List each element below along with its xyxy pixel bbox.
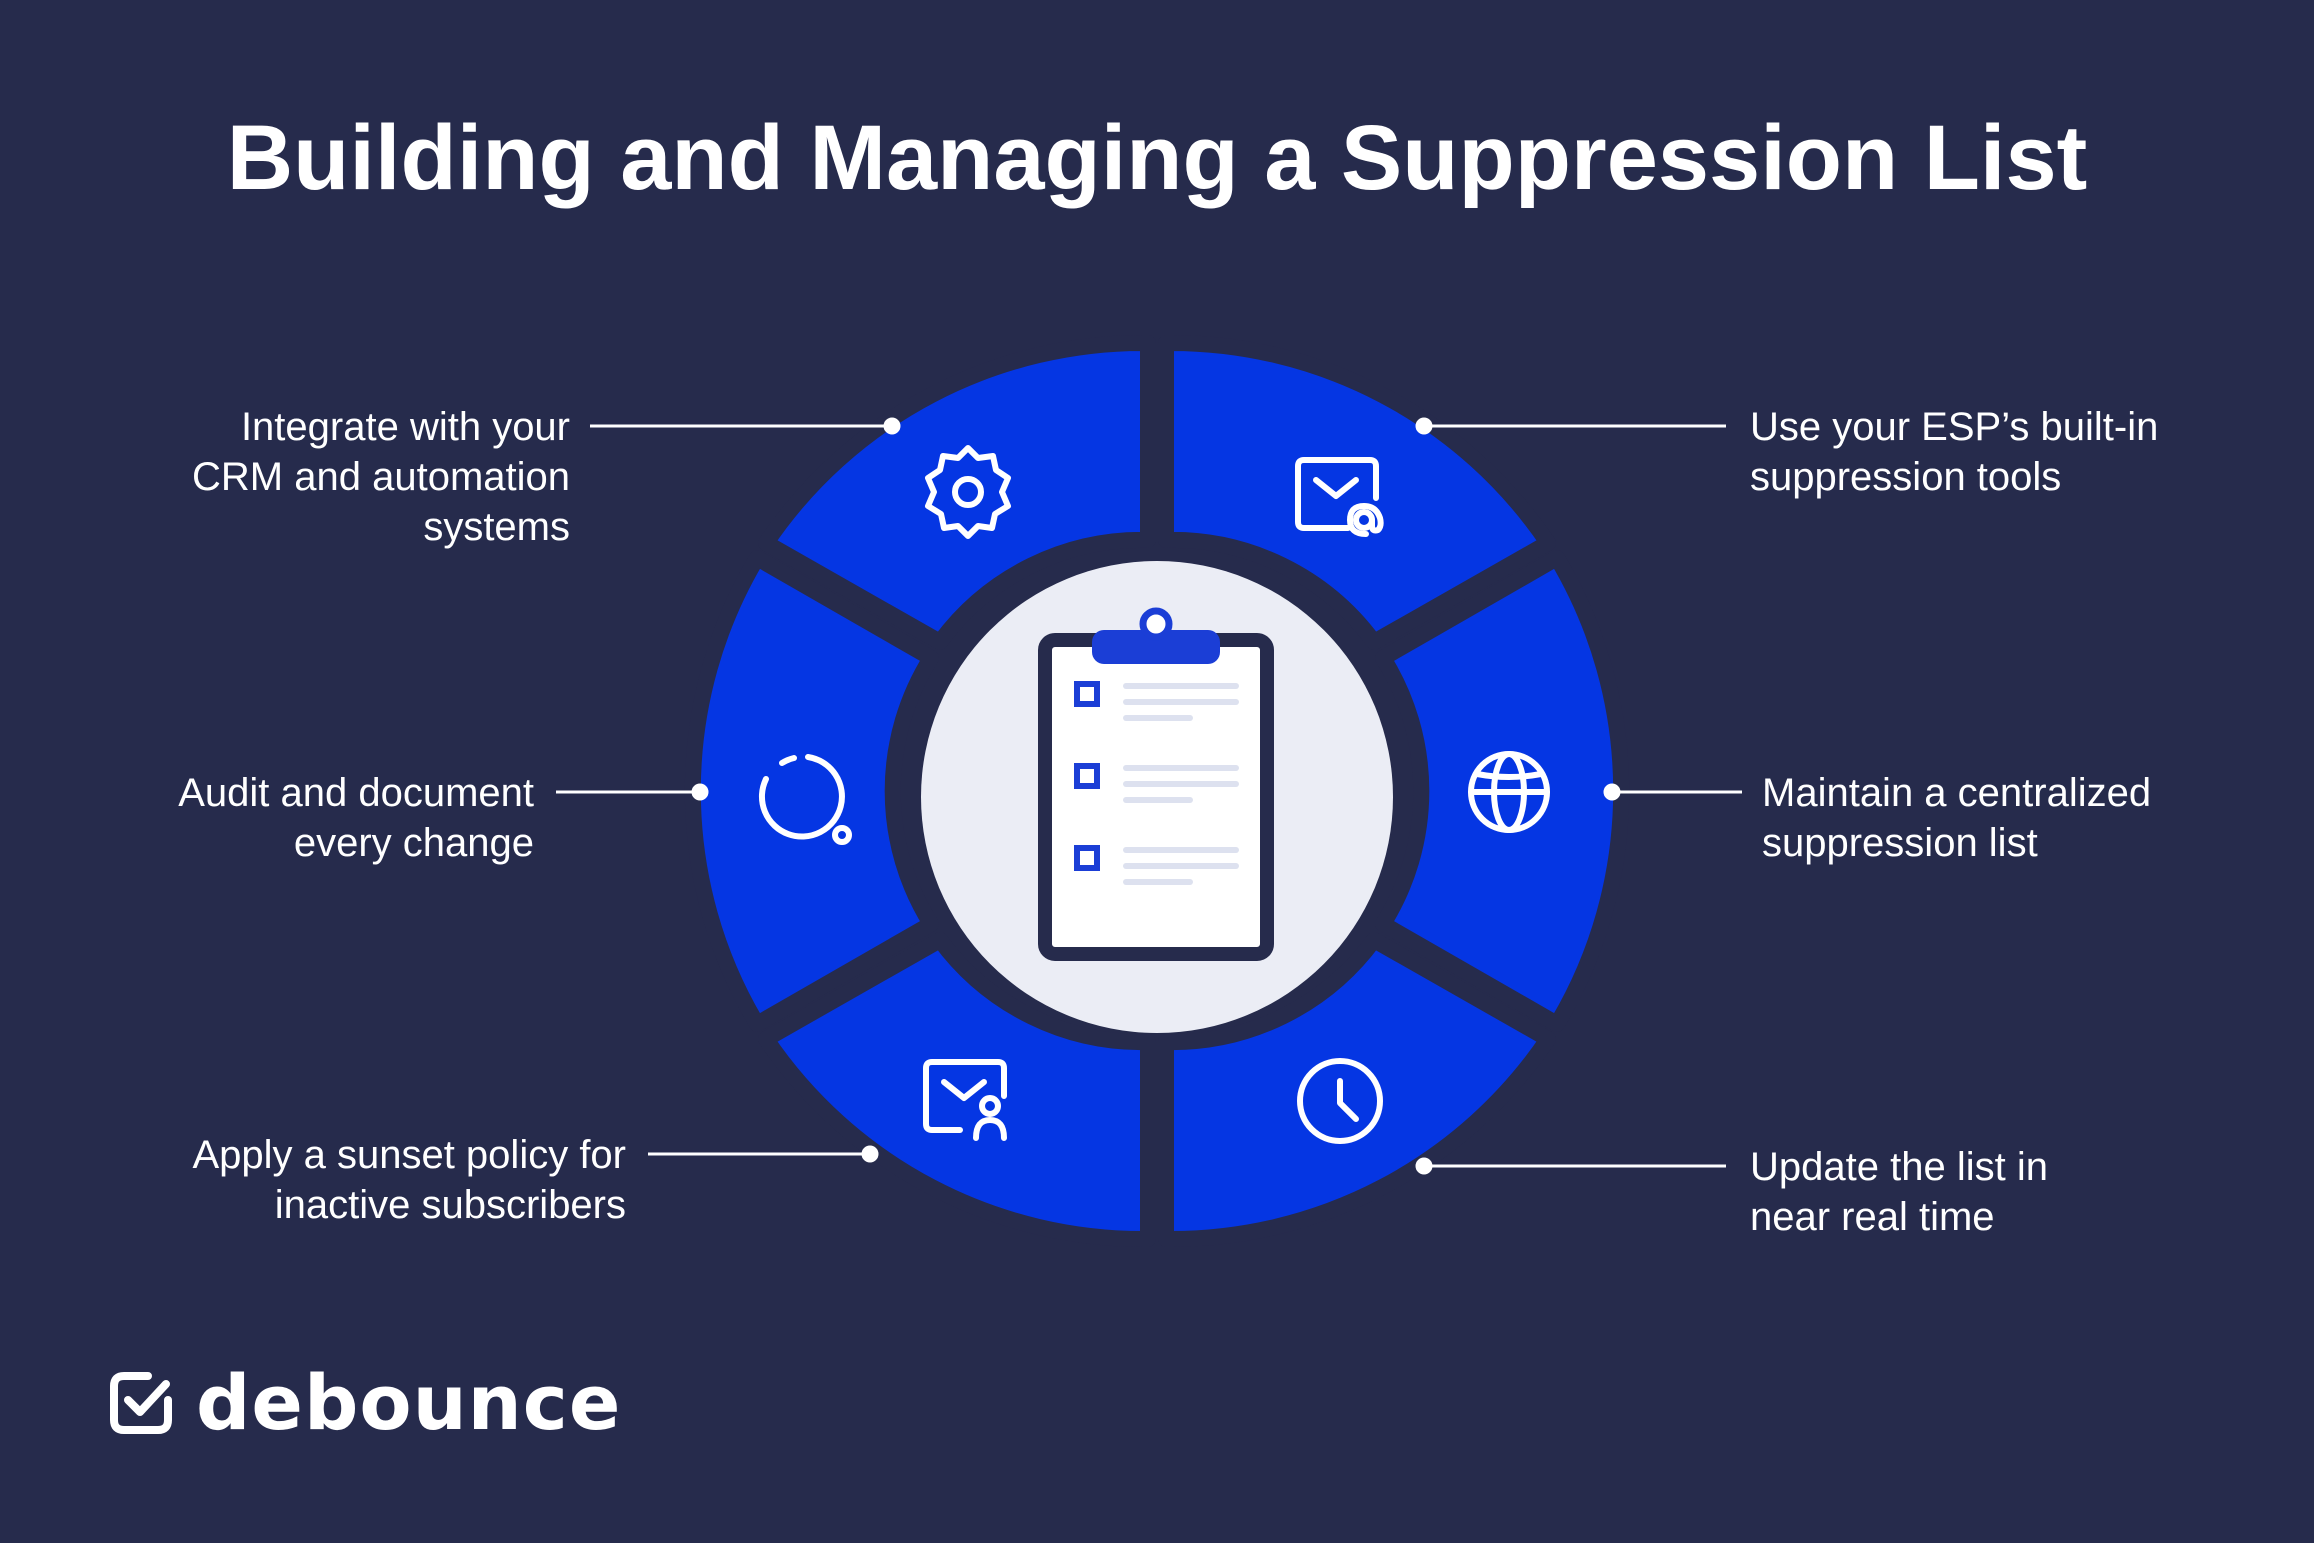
mail-user-icon (923, 1059, 1007, 1141)
step-label-line: Maintain a centralized (1762, 771, 2152, 815)
clipboard-checklist-icon (1038, 607, 1274, 961)
step-label-audit: Audit and document every change (178, 768, 534, 868)
step-label-line: systems (423, 505, 570, 549)
segment-audit (684, 550, 939, 1032)
globe-icon (1468, 751, 1550, 833)
step-label-centralized: Maintain a centralized suppression list (1762, 768, 2151, 868)
step-label-line: suppression tools (1750, 455, 2062, 499)
step-label-sunset: Apply a sunset policy for inactive subsc… (192, 1130, 626, 1230)
step-label-line: Audit and document (178, 771, 534, 815)
step-label-line: Use your ESP’s built-in (1750, 405, 2159, 449)
step-label-real-time: Update the list in near real time (1750, 1142, 2048, 1242)
step-label-line: Integrate with your (240, 405, 570, 449)
brand-logo: debounce (108, 1358, 622, 1447)
circle-progress-icon (759, 754, 852, 845)
step-label-line: every change (293, 821, 534, 865)
mail-at-icon (1295, 457, 1384, 537)
step-label-line: Update the list in (1750, 1145, 2048, 1189)
step-label-line: Apply a sunset policy for (192, 1133, 626, 1177)
step-label-integrate: Integrate with your CRM and automation s… (192, 402, 570, 552)
clock-icon (1297, 1058, 1383, 1144)
page-title: Building and Managing a Suppression List (226, 107, 2088, 209)
segment-esp-tools (1158, 334, 1556, 650)
brand-name: debounce (196, 1358, 622, 1447)
step-label-line: near real time (1750, 1195, 1995, 1239)
step-label-line: CRM and automation (192, 455, 570, 499)
step-label-esp-tools: Use your ESP’s built-in suppression tool… (1750, 402, 2158, 502)
step-label-line: suppression list (1762, 821, 2038, 865)
step-label-line: inactive subscribers (274, 1183, 626, 1227)
segment-real-time (1158, 932, 1556, 1248)
gear-icon (925, 445, 1011, 539)
check-badge-icon (110, 1372, 172, 1434)
